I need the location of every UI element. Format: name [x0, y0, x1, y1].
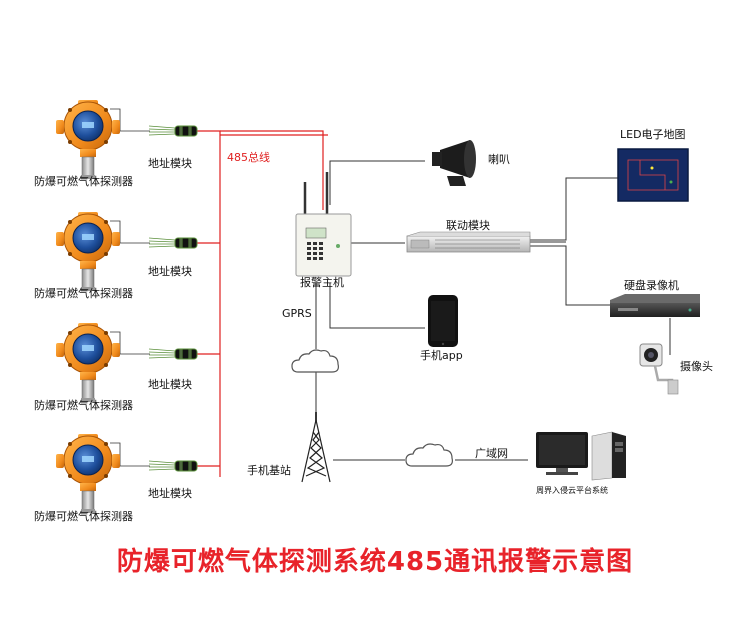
address-module-1 [148, 125, 198, 137]
detector-1 [55, 99, 121, 180]
detector-4 [55, 433, 121, 514]
linkage-label: 联动模块 [446, 219, 490, 232]
horn-speaker [432, 140, 476, 186]
detector-label-2: 防爆可燃气体探测器 [34, 287, 133, 300]
camera-label: 摄像头 [680, 360, 713, 373]
address-module-label-4: 地址模块 [148, 487, 192, 500]
detector-label-1: 防爆可燃气体探测器 [34, 175, 133, 188]
gprs-cloud [291, 349, 339, 373]
camera [639, 343, 679, 395]
detector-label-4: 防爆可燃气体探测器 [34, 510, 133, 523]
linkage-module [406, 231, 531, 253]
wan-label: 广域网 [475, 447, 508, 460]
led-map-label: LED电子地图 [620, 128, 686, 141]
address-module-3 [148, 348, 198, 360]
cloud-platform-label: 周界入侵云平台系统 [536, 486, 608, 495]
mobile-phone [428, 295, 458, 347]
address-module-label-3: 地址模块 [148, 378, 192, 391]
dvr-label: 硬盘录像机 [624, 279, 679, 292]
address-module-4 [148, 460, 198, 472]
address-module-2 [148, 237, 198, 249]
wan-cloud [405, 443, 453, 467]
diagram-title: 防爆可燃气体探测系统485通讯报警示意图 [116, 547, 634, 577]
gprs-label: GPRS [282, 307, 312, 320]
bus-label: 485总线 [227, 151, 270, 164]
dvr-recorder [610, 294, 700, 317]
detector-wires [110, 108, 150, 467]
phone-app-label: 手机app [420, 349, 463, 362]
base-station-tower [301, 412, 331, 483]
computer [536, 431, 626, 481]
host-links [315, 160, 671, 461]
alarm-host [295, 172, 352, 277]
rs485-bus-lines [195, 130, 328, 477]
horn-label: 喇叭 [488, 153, 510, 166]
base-station-label: 手机基站 [247, 464, 291, 477]
host-label: 报警主机 [300, 276, 344, 289]
address-module-label-2: 地址模块 [148, 265, 192, 278]
detector-3 [55, 322, 121, 403]
detector-label-3: 防爆可燃气体探测器 [34, 399, 133, 412]
detector-2 [55, 211, 121, 292]
led-electronic-map [617, 148, 689, 202]
address-module-label-1: 地址模块 [148, 157, 192, 170]
